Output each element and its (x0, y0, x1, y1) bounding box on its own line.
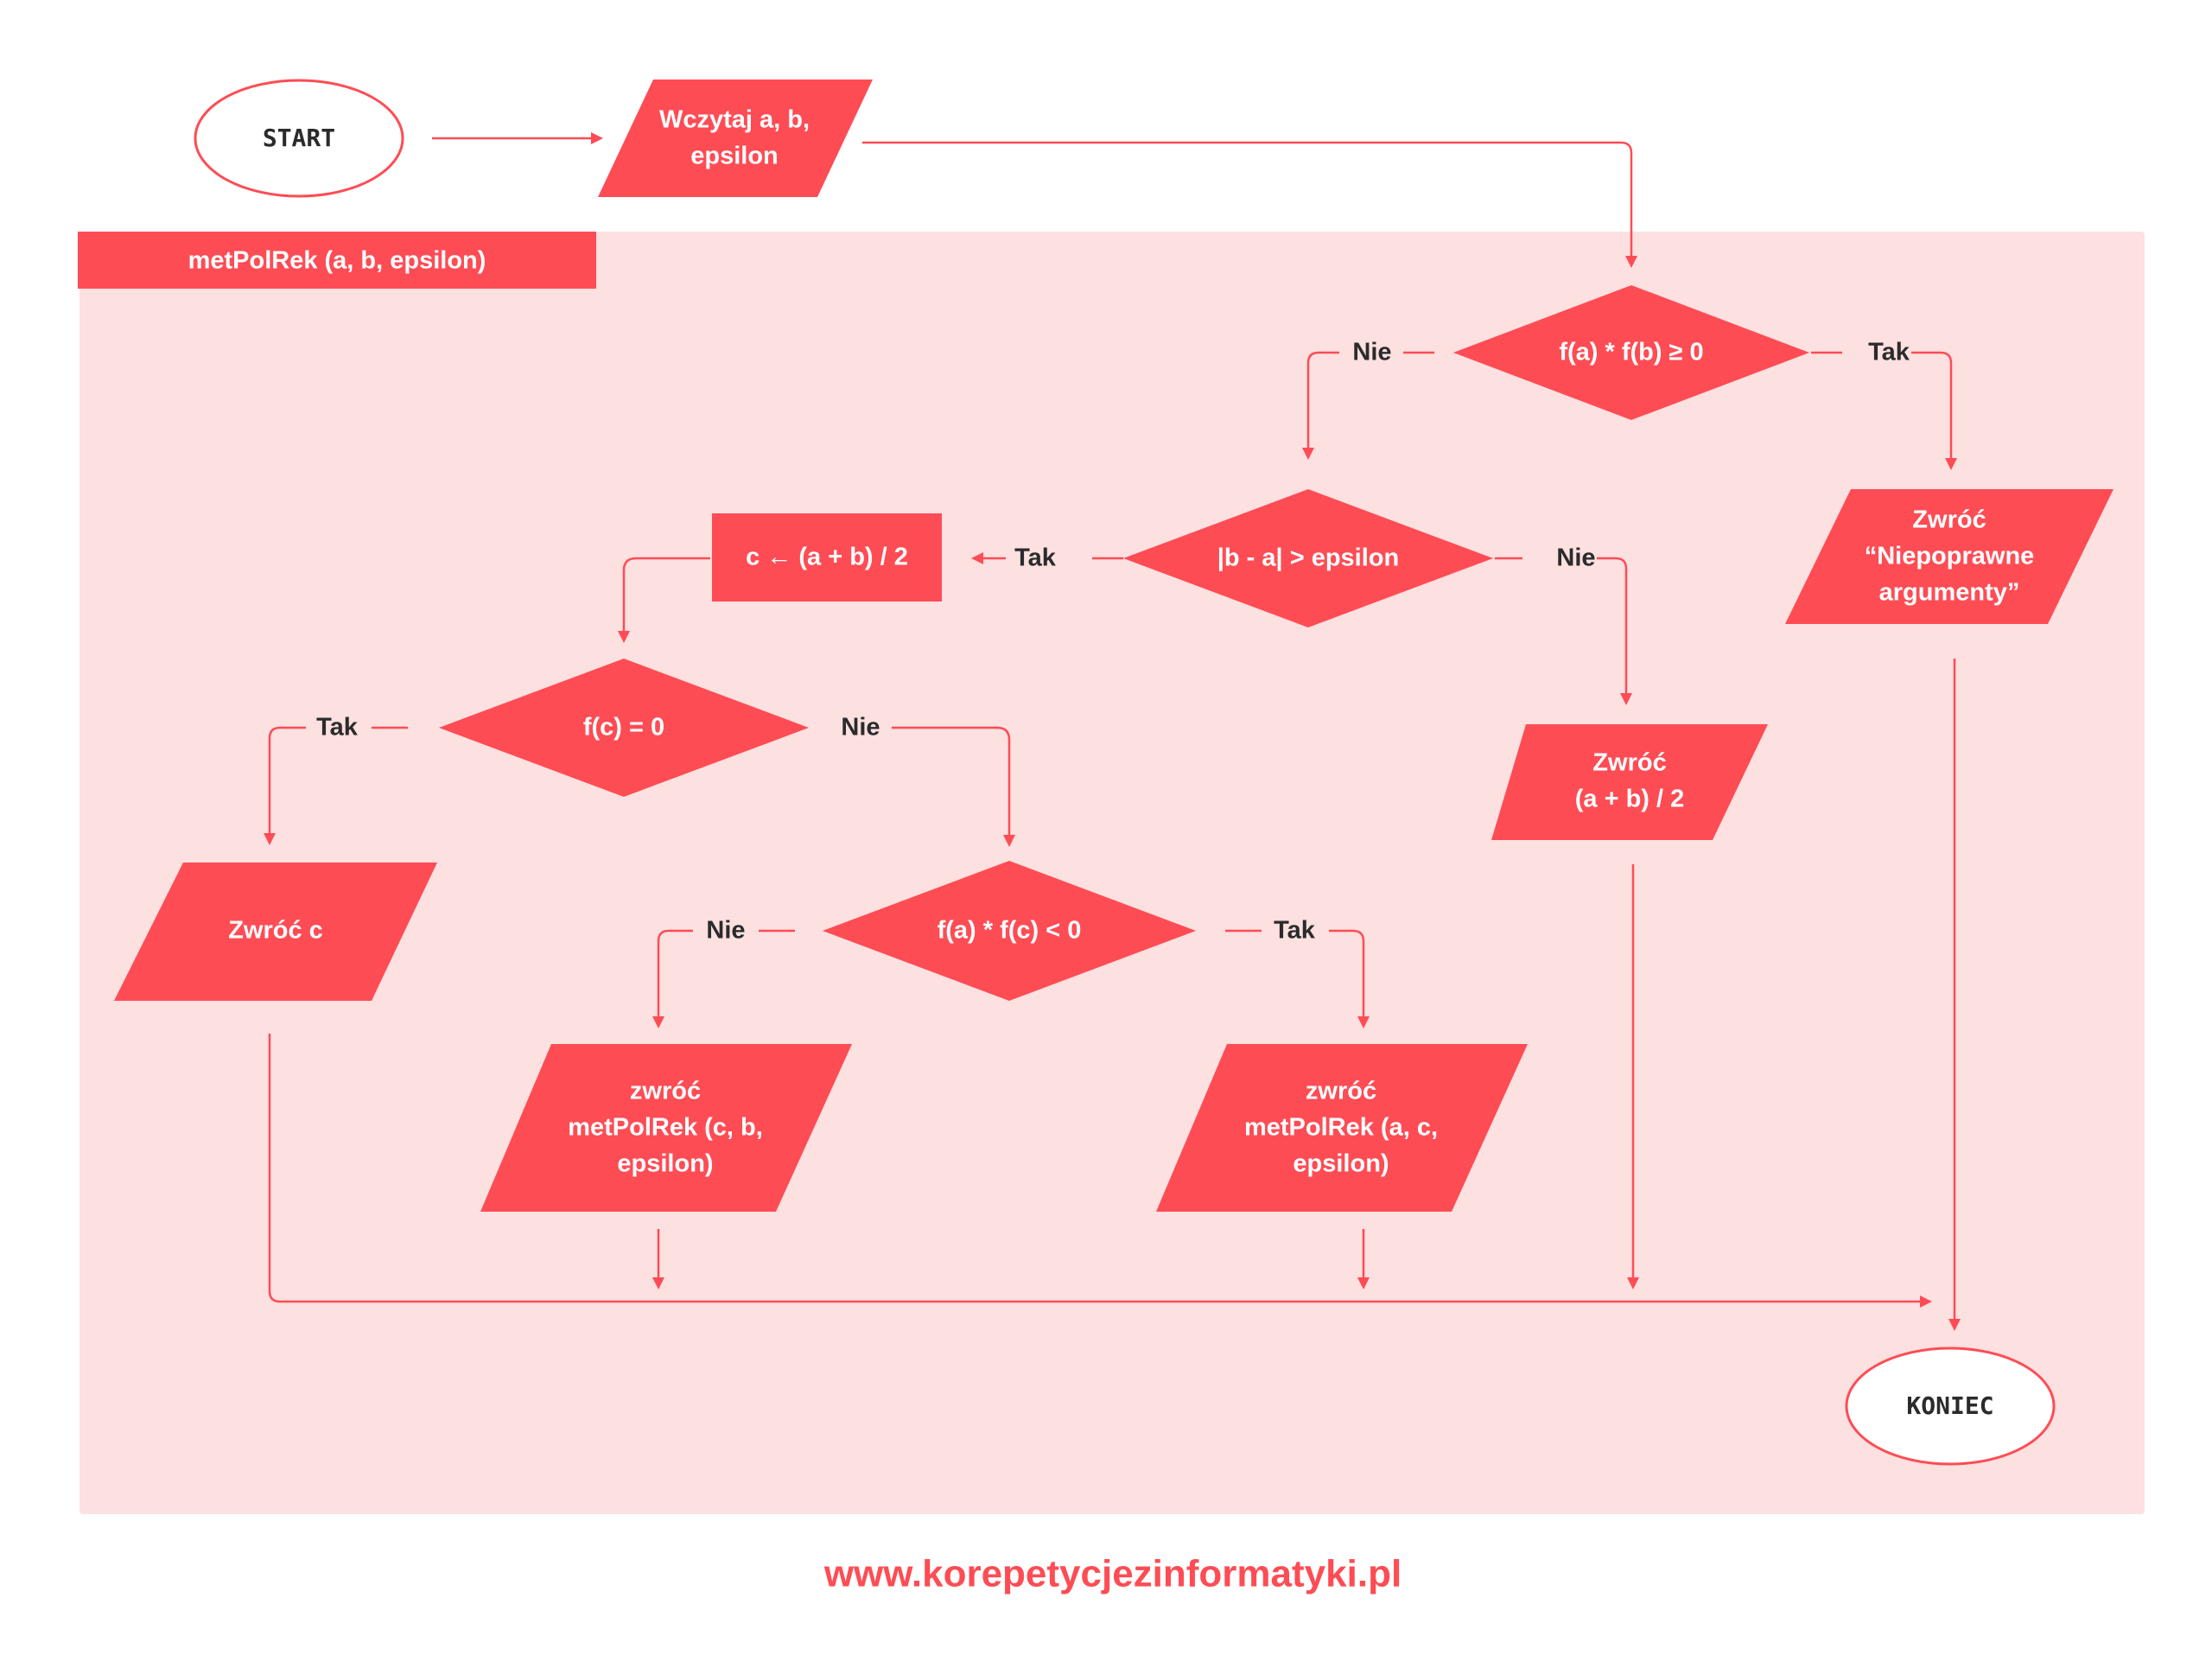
recurse-cb-line-1: zwróć (630, 1078, 701, 1105)
recurse-cb-node: zwróć metPolRek (c, b, epsilon) (480, 1044, 852, 1212)
connector-eps-nie (1597, 557, 1628, 693)
return-c-node: Zwróć c (114, 863, 437, 1001)
function-header-bar (78, 232, 596, 289)
return-invalid-node: Zwróć “Niepoprawne argumenty” (1785, 489, 2113, 624)
connector-fafc-tak (1329, 929, 1365, 1016)
function-header: metPolRek (a, b, epsilon) (188, 247, 486, 275)
arrowhead (1357, 1016, 1370, 1028)
connector-collector (268, 1034, 1920, 1303)
return-invalid-line-1: Zwróć (1912, 506, 1986, 534)
branch-label-sign-yes: Tak (1868, 339, 1910, 366)
end-label: KONIEC (1906, 1391, 1993, 1420)
decision-fc-node: f(c) = 0 (439, 659, 809, 797)
recurse-ac-line-3: epsilon) (1293, 1150, 1389, 1178)
arrowhead (618, 631, 630, 643)
start-label: START (263, 124, 335, 152)
connector-fafc-nie (657, 929, 693, 1016)
decision-epsilon-label: |b - a| > epsilon (1217, 544, 1399, 572)
connector-sign-tak (1911, 351, 1953, 458)
branch-label-fc-yes: Tak (316, 714, 359, 742)
arrowhead (971, 552, 983, 564)
arrowhead (1945, 458, 1957, 470)
decision-sign-label: f(a) * f(b) ≥ 0 (1559, 339, 1703, 366)
arrowhead (1627, 1277, 1639, 1289)
connector-fc-tak (268, 726, 306, 833)
arrowhead (1625, 256, 1637, 268)
decision-fafc-node: f(a) * f(c) < 0 (823, 861, 1196, 1001)
arrowhead (1920, 1296, 1932, 1308)
recurse-ac-node: zwróć metPolRek (a, c, epsilon) (1156, 1044, 1528, 1212)
assign-c-node: c ← (a + b) / 2 (712, 513, 942, 602)
arrowhead (264, 833, 276, 845)
recurse-ac-line-1: zwróć (1306, 1078, 1376, 1105)
arrowhead (652, 1277, 664, 1289)
start-node: START (194, 79, 404, 198)
arrowhead (591, 132, 603, 144)
branch-label-sign-no: Nie (1352, 339, 1391, 366)
branch-label-fafc-no: Nie (706, 917, 745, 945)
arrowhead (1003, 835, 1015, 847)
return-mid-line-1: Zwróć (1592, 749, 1666, 777)
return-mid-node: Zwróć (a + b) / 2 (1491, 724, 1768, 840)
decision-sign-node: f(a) * f(b) ≥ 0 (1453, 285, 1809, 420)
end-node: KONIEC (1845, 1346, 2056, 1466)
return-mid-line-2: (a + b) / 2 (1575, 786, 1685, 813)
return-c-label: Zwróć c (228, 917, 323, 945)
arrowhead (652, 1016, 664, 1028)
connector-fc-nie (892, 726, 1011, 835)
input-label-line-2: epsilon (690, 143, 779, 170)
return-invalid-line-2: “Niepoprawne (1865, 543, 2035, 570)
branch-label-fc-no: Nie (841, 714, 880, 742)
decision-epsilon-node: |b - a| > epsilon (1123, 489, 1493, 627)
arrowhead (1302, 448, 1314, 460)
connector-sign-nie (1306, 351, 1339, 448)
recurse-cb-line-3: epsilon) (617, 1150, 713, 1178)
input-label-line-1: Wczytaj a, b, (659, 106, 810, 134)
connectors (264, 132, 1961, 1331)
return-invalid-line-3: argumenty” (1879, 579, 2020, 607)
branch-label-eps-no: Nie (1556, 544, 1595, 572)
decision-fc-label: f(c) = 0 (583, 714, 664, 742)
connector-input-cond (862, 141, 1633, 256)
footer-url[interactable]: www.korepetycjezinformatyki.pl (823, 1553, 1402, 1595)
branch-label-fafc-yes: Tak (1274, 917, 1316, 945)
arrowhead (1357, 1277, 1370, 1289)
arrowhead (1948, 1319, 1961, 1331)
decision-fafc-label: f(a) * f(c) < 0 (938, 917, 1082, 945)
connector-assign-fc (622, 557, 710, 631)
recurse-cb-line-2: metPolRek (c, b, (568, 1114, 763, 1142)
recurse-ac-line-2: metPolRek (a, c, (1244, 1114, 1438, 1142)
assign-c-label: c ← (a + b) / 2 (746, 544, 908, 571)
branch-label-eps-yes: Tak (1014, 544, 1057, 572)
input-node: Wczytaj a, b, epsilon (598, 80, 873, 197)
arrowhead (1620, 693, 1632, 705)
